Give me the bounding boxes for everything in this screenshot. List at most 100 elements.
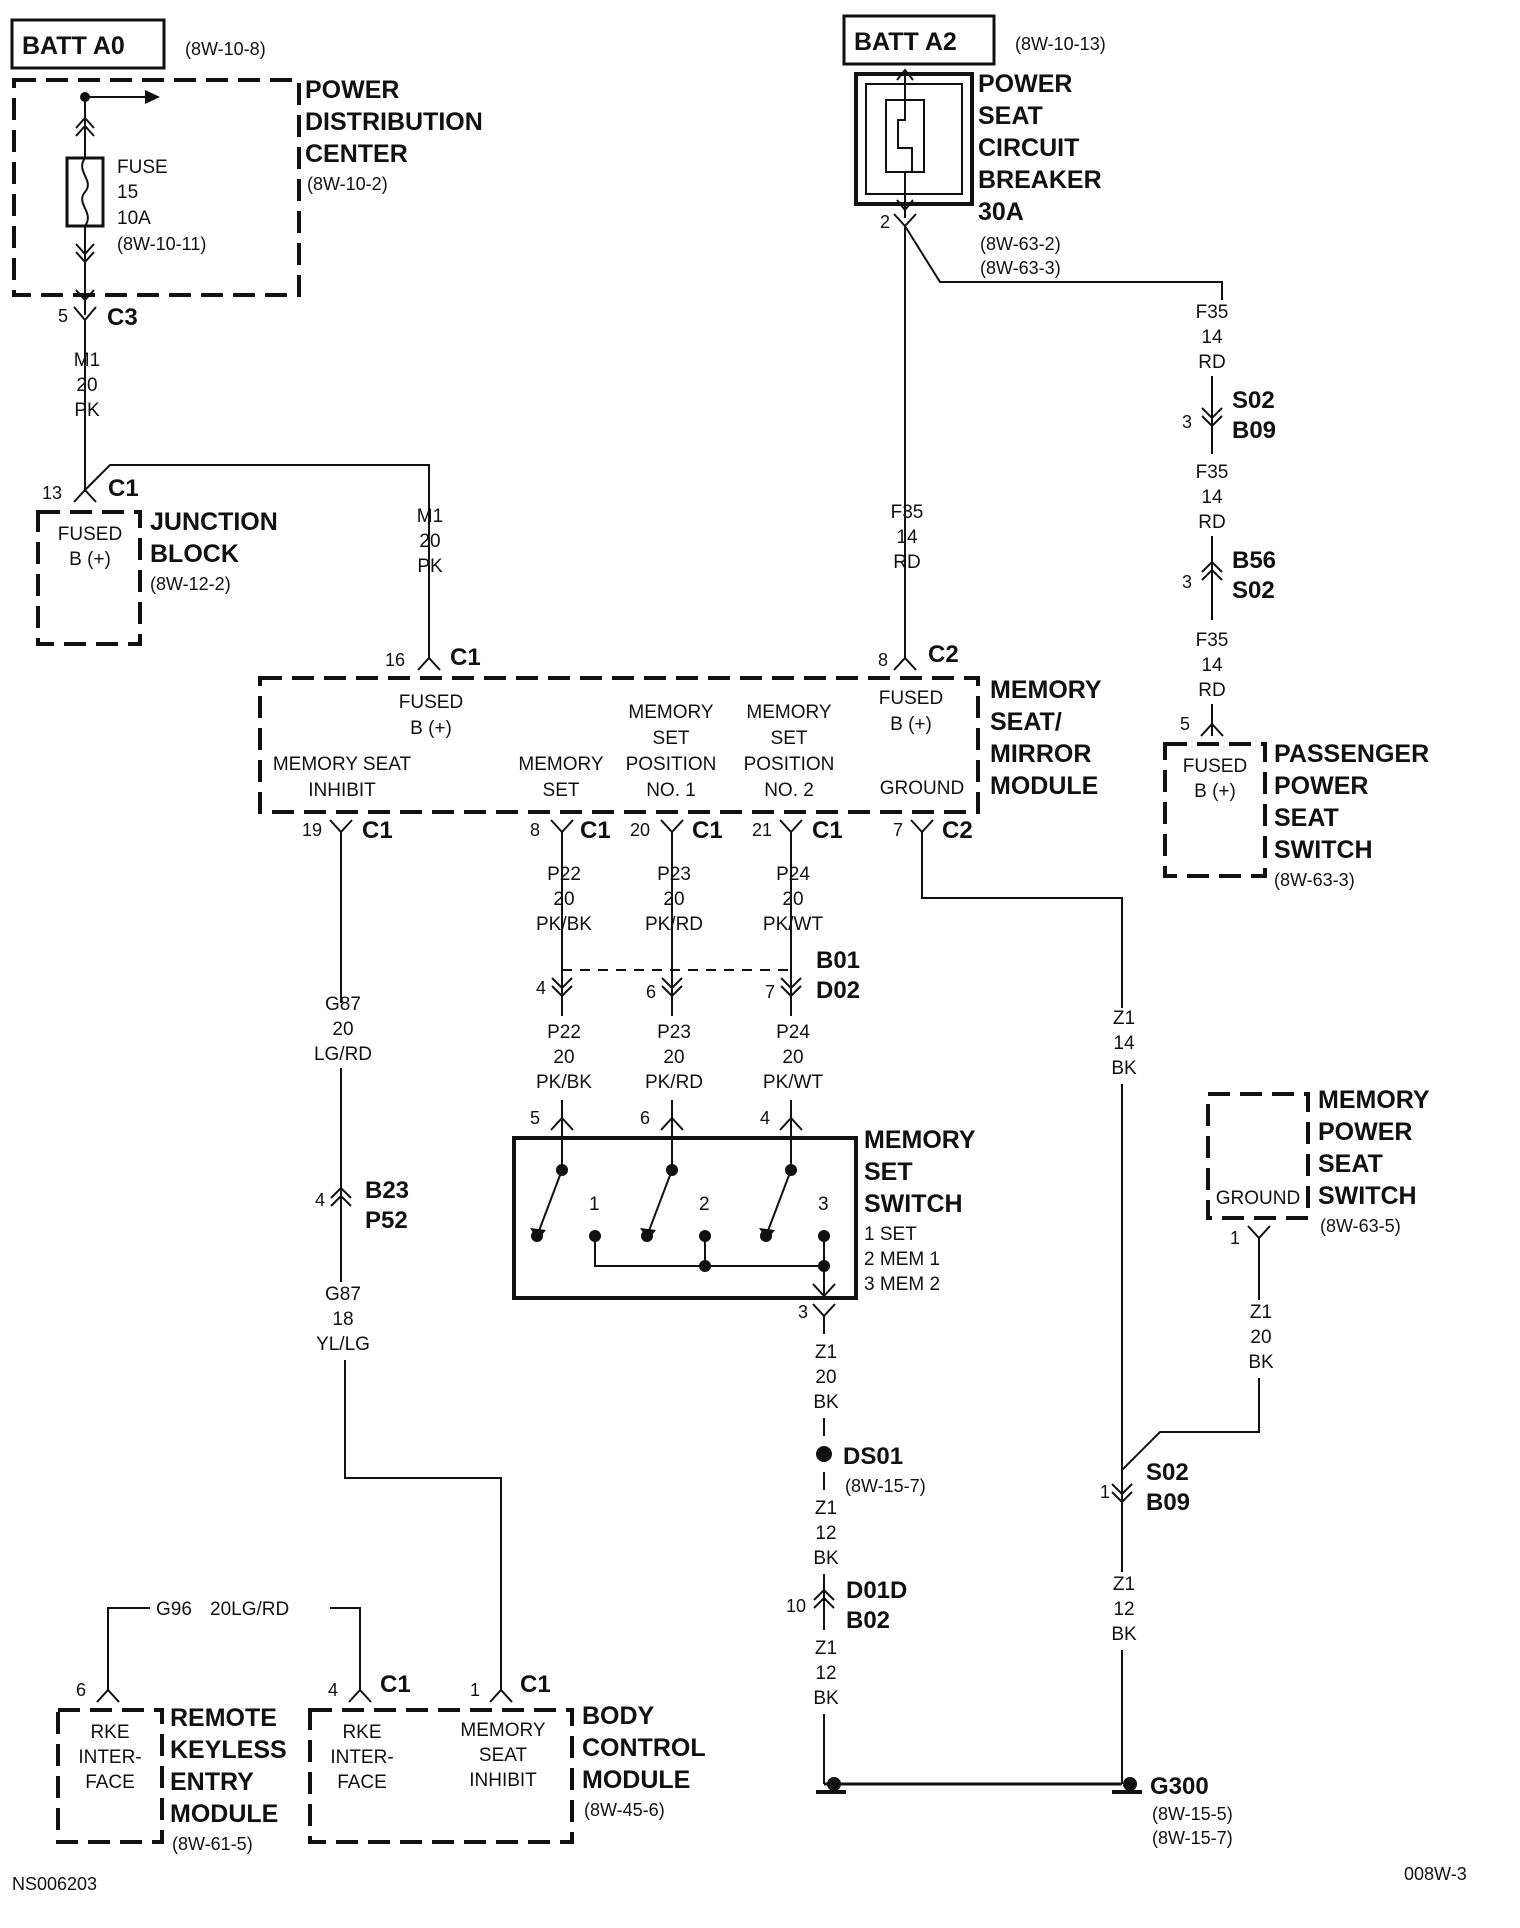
mpss-dashed-box bbox=[1206, 1092, 1310, 1220]
breaker-ref-2: (8W-63-3) bbox=[980, 258, 1061, 278]
power-seat-circuit-breaker: POWER SEAT CIRCUIT BREAKER 30A (8W-63-2)… bbox=[854, 68, 1102, 278]
mss-box bbox=[512, 1136, 858, 1300]
msm-set-connector-icon bbox=[550, 819, 574, 834]
fuse-label: FUSE bbox=[117, 157, 168, 178]
f35-main-code: F35 bbox=[891, 502, 924, 523]
z1-mid1-color: BK bbox=[813, 1548, 839, 1569]
breaker-title-4: BREAKER bbox=[978, 166, 1102, 194]
mss-title-1: MEMORY bbox=[864, 1126, 976, 1154]
bcm-title-2: CONTROL bbox=[582, 1734, 706, 1762]
msm-pos2-4: NO. 2 bbox=[764, 780, 814, 801]
mss-pin-bottom: 3 bbox=[798, 1302, 808, 1322]
b23-p52-pin: 4 bbox=[315, 1190, 325, 1210]
bcm-inhibit-inner-2: SEAT bbox=[479, 1745, 528, 1766]
msm-c2-fused-connector-icon bbox=[893, 656, 917, 671]
bcm-pin-rke: 4 bbox=[328, 1680, 338, 1700]
body-control-module: 4 C1 1 C1 RKE INTER- FACE MEMORY SEAT IN… bbox=[308, 1671, 706, 1844]
p24-a-color: PK/WT bbox=[763, 914, 824, 935]
bcm-inhibit-connector-icon bbox=[489, 1688, 513, 1703]
z1-mid2-color: BK bbox=[813, 1688, 839, 1709]
pps-inner-2: B (+) bbox=[1194, 781, 1236, 802]
breaker-title-3: CIRCUIT bbox=[978, 134, 1079, 162]
mss-pin-top-3: 4 bbox=[760, 1108, 770, 1128]
mss-legend-3: 3 MEM 2 bbox=[864, 1274, 940, 1295]
p24-a-code: P24 bbox=[776, 864, 810, 885]
z1-sw-color: BK bbox=[813, 1392, 839, 1413]
pps-connector-icon bbox=[1200, 722, 1224, 737]
batt-a2-ref: (8W-10-13) bbox=[1015, 34, 1106, 54]
b56-s02-pin: 3 bbox=[1182, 572, 1192, 592]
mpss-inner: GROUND bbox=[1216, 1188, 1300, 1209]
msm-pin-inhibit: 19 bbox=[302, 820, 322, 840]
z1-mid2-gauge: 12 bbox=[815, 1663, 836, 1684]
msm-fused-c1-1: FUSED bbox=[399, 692, 463, 713]
footer-right-code: 008W-3 bbox=[1404, 1864, 1467, 1884]
msm-pin-pos2: 21 bbox=[752, 820, 772, 840]
g87-b-color: YL/LG bbox=[316, 1334, 370, 1355]
msm-ground: GROUND bbox=[880, 778, 964, 799]
b56-s02-connector: 3 B56 S02 bbox=[1182, 547, 1276, 604]
rke-inner-3: FACE bbox=[85, 1772, 135, 1793]
junction-ref: (8W-12-2) bbox=[150, 574, 231, 594]
fuse-number: 15 bbox=[117, 182, 138, 203]
pps-title-3: SEAT bbox=[1274, 804, 1339, 832]
m1-b-wire-code: M1 bbox=[417, 506, 443, 527]
f35-1-color: RD bbox=[1198, 352, 1225, 373]
pdc-ref: (8W-10-2) bbox=[307, 174, 388, 194]
b01-d02-connector-icon-1 bbox=[551, 977, 573, 990]
b01-d02-connector: 4 6 7 B01 D02 bbox=[536, 947, 860, 1004]
mpss-title-3: SEAT bbox=[1318, 1150, 1383, 1178]
junction-pin: 13 bbox=[42, 483, 62, 503]
p24-b-code: P24 bbox=[776, 1022, 810, 1043]
junction-title-2: BLOCK bbox=[150, 540, 239, 568]
batt-a2-source: BATT A2 (8W-10-13) bbox=[842, 14, 1106, 66]
msm-inhibit-connector-icon bbox=[329, 819, 353, 834]
g300-label: G300 bbox=[1150, 1773, 1209, 1800]
f35-1-gauge: 14 bbox=[1201, 327, 1223, 348]
msm-inhibit-2: INHIBIT bbox=[308, 780, 376, 801]
pps-dashed-box bbox=[1163, 742, 1267, 878]
msm-memset-2: SET bbox=[543, 780, 580, 801]
breaker-pin: 2 bbox=[880, 212, 890, 232]
msm-c2-ground-label: C2 bbox=[942, 817, 973, 844]
s02-b09-bottom-label-2: B09 bbox=[1146, 1489, 1190, 1516]
g87-a-code: G87 bbox=[325, 994, 361, 1015]
junction-c1-label: C1 bbox=[108, 475, 139, 502]
bcm-pin-inhibit: 1 bbox=[470, 1680, 480, 1700]
memory-power-seat-switch: GROUND MEMORY POWER SEAT SWITCH (8W-63-5… bbox=[1206, 1086, 1430, 1248]
pdc-output-arrow-icon bbox=[145, 90, 160, 104]
b01-d02-label-2: D02 bbox=[816, 977, 860, 1004]
bcm-rke-inner-2: INTER- bbox=[330, 1747, 393, 1768]
bcm-inhibit-inner-3: INHIBIT bbox=[469, 1770, 537, 1791]
b01-d02-connector-icon-2 bbox=[661, 977, 683, 990]
f35-2-color: RD bbox=[1198, 512, 1225, 533]
z1-right-code: Z1 bbox=[1113, 1008, 1135, 1029]
pps-inner-1: FUSED bbox=[1183, 756, 1247, 777]
memory-seat-mirror-module: 16 C1 8 C2 FUSED B (+) FUSED B (+) MEMOR… bbox=[258, 641, 1102, 844]
p23-b-gauge: 20 bbox=[663, 1047, 684, 1068]
ground-g300-icon bbox=[1123, 1777, 1137, 1791]
mss-pin-top-1: 5 bbox=[530, 1108, 540, 1128]
batt-a0-label: BATT A0 bbox=[22, 32, 125, 60]
msm-pin-set: 8 bbox=[530, 820, 540, 840]
msm-c1-set-label: C1 bbox=[580, 817, 611, 844]
d01d-b02-label-2: B02 bbox=[846, 1607, 890, 1634]
breaker-title-5: 30A bbox=[978, 198, 1024, 226]
msm-title-2: SEAT/ bbox=[990, 708, 1062, 736]
footer-left-code: NS006203 bbox=[12, 1874, 97, 1894]
fuse-icon bbox=[81, 157, 89, 227]
mss-title-3: SWITCH bbox=[864, 1190, 963, 1218]
z1-mps-color: BK bbox=[1248, 1352, 1274, 1373]
z1-g-gauge: 12 bbox=[1113, 1599, 1134, 1620]
pps-title-2: POWER bbox=[1274, 772, 1368, 800]
b56-s02-label-1: B56 bbox=[1232, 547, 1276, 574]
junction-block: 13 C1 FUSED B (+) JUNCTION BLOCK (8W-12-… bbox=[36, 464, 430, 658]
f35-2-gauge: 14 bbox=[1201, 487, 1223, 508]
p22-a-code: P22 bbox=[547, 864, 581, 885]
msm-pin-fused-c2: 8 bbox=[878, 650, 888, 670]
p-wires-lower-labels: P22 20 PK/BK P23 20 PK/RD P24 20 PK/WT bbox=[536, 1016, 823, 1100]
msm-pos1-3: POSITION bbox=[626, 754, 717, 775]
bcm-c1-inhibit-label: C1 bbox=[520, 1671, 551, 1698]
pdc-title-3: CENTER bbox=[305, 140, 408, 168]
c3-label: C3 bbox=[107, 304, 138, 331]
